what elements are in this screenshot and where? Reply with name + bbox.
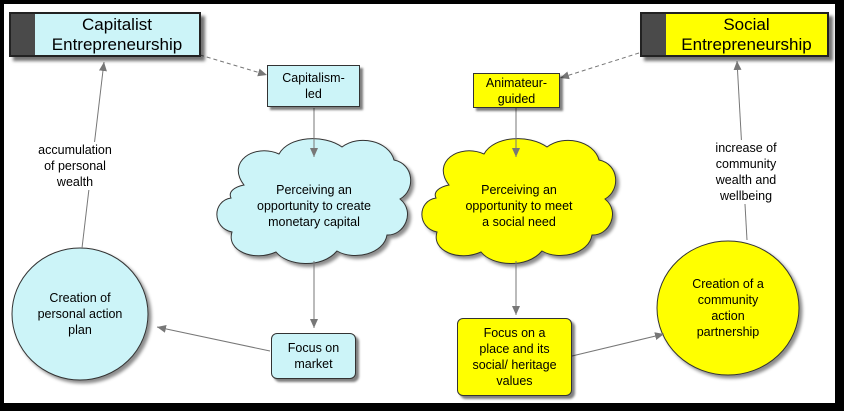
capitalist-circle-text: Creation of personal action plan [37, 291, 123, 337]
social-cloud-shape [421, 138, 617, 264]
social-cloud-text: Perceiving an opportunity to meet a soci… [465, 183, 573, 229]
edge-social-title-to-guided [559, 52, 640, 80]
social-edge-label: increase of community wealth and wellbei… [700, 140, 792, 204]
focus-on-place-box: Focus on a place and its social/ heritag… [457, 318, 572, 396]
title-bar-accent [642, 14, 666, 55]
title-bar-accent [11, 14, 35, 55]
capitalist-title-box: Capitalist Entrepreneurship [9, 12, 201, 57]
animateur-guided-box: Animateur- guided [473, 73, 560, 108]
focus-on-market-box: Focus on market [271, 333, 356, 379]
capitalist-edge-label: accumulation of personal wealth [26, 142, 124, 190]
diagram-shapes [11, 52, 800, 381]
capitalism-led-box: Capitalism- led [267, 65, 360, 107]
edge-focus-to-circle [156, 324, 271, 352]
social-circle-text: Creation of a community action partnersh… [692, 277, 764, 339]
social-title-box: Social Entrepreneurship [640, 12, 829, 57]
social-title-text: Social Entrepreneurship [681, 14, 812, 54]
edge-focus-to-social-circle [571, 332, 665, 357]
capitalist-circle-shape [11, 247, 149, 381]
social-circle-shape [656, 240, 800, 376]
capitalist-cloud-text: Perceiving an opportunity to create mone… [257, 183, 371, 229]
edge-capitalist-title-to-led [199, 54, 268, 77]
diagram-canvas: Capitalist Entrepreneurship Social Entre… [4, 4, 835, 403]
capitalist-title-text: Capitalist Entrepreneurship [51, 14, 183, 54]
